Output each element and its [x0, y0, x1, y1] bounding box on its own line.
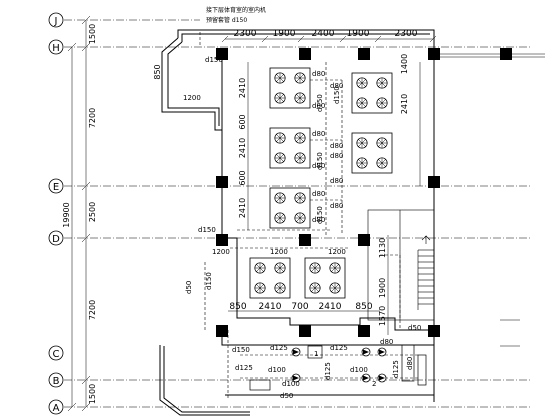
pipe-label: d50: [280, 392, 293, 400]
grid-lines: [64, 19, 530, 408]
dim-lower-850-left: 850: [229, 302, 246, 312]
pipe-label: d50: [185, 281, 193, 294]
dim-left-1500-top: 1500: [88, 24, 97, 44]
axis-label-b: B: [53, 376, 60, 387]
pipe-label: d125: [392, 360, 400, 378]
pipe-label: d80: [330, 177, 343, 185]
pipe-label: d150: [316, 94, 324, 112]
dim-small-1200-c: 1200: [328, 248, 346, 256]
right-stub-lines: [440, 53, 545, 347]
pipe-label: d150: [232, 346, 250, 354]
dim-vertical-2410-b: 2410: [238, 138, 247, 158]
left-dimension-chain: [67, 15, 91, 412]
dim-top-2300-right: 2300: [395, 29, 418, 39]
axis-label-a: A: [53, 403, 60, 414]
pipe-label: d80: [312, 130, 325, 138]
columns: [216, 48, 512, 337]
equipment-label-2: 2: [372, 380, 376, 388]
dim-vertical-600-a: 600: [238, 114, 247, 129]
pipe-label: d100: [282, 380, 300, 388]
pipe-label: d150: [205, 56, 223, 64]
dim-right-1130: 1130: [378, 238, 387, 258]
dim-top-1900-left: 1900: [273, 29, 296, 39]
dim-vertical-2410-d: 2410: [400, 94, 409, 114]
axis-bubbles: J H E D C B A: [48, 12, 64, 415]
dim-vertical-600-b: 600: [238, 170, 247, 185]
dim-left-2500: 2500: [88, 202, 97, 222]
dim-lower-700: 700: [291, 302, 308, 312]
dim-lower-2410-left: 2410: [259, 302, 282, 312]
axis-label-e: E: [53, 182, 59, 193]
axis-label-d: D: [52, 234, 60, 245]
axis-label-j: J: [54, 16, 58, 27]
dim-top-1900-right: 1900: [347, 29, 370, 39]
pipe-label: d80: [312, 190, 325, 198]
pipe-label: d80: [312, 216, 325, 224]
pipe-label: d150: [205, 272, 213, 290]
pipe-label: d150: [316, 152, 324, 170]
pipe-label: d80: [380, 338, 393, 346]
pipe-runs: [199, 29, 420, 400]
dim-vertical-1400: 1400: [400, 54, 409, 74]
pipe-label: d80: [312, 70, 325, 78]
pipe-size-labels: d150 d80 d80 d80 d150 d80 d80 d80 d80 d1…: [185, 56, 421, 400]
pipe-label: d125: [330, 344, 348, 352]
dim-top-2300-left: 2300: [234, 29, 257, 39]
dim-vertical-2410-c: 2410: [238, 198, 247, 218]
dim-small-850: 850: [153, 64, 162, 79]
pipe-label: d125: [235, 364, 253, 372]
dim-top-2400: 2400: [312, 29, 335, 39]
pipe-label: d150: [316, 206, 324, 224]
dim-right-1900: 1900: [378, 278, 387, 298]
note-indoor-unit: 接下层体育室的室内机: [206, 6, 266, 14]
axis-label-h: H: [52, 43, 60, 54]
dim-lower-2410-right: 2410: [319, 302, 342, 312]
dim-left-7200-bottom: 7200: [88, 300, 97, 320]
pipe-label: d150: [198, 226, 216, 234]
upper-vertical-dims: [247, 62, 421, 230]
pipe-label: d100: [268, 366, 286, 374]
dim-vertical-2410-a: 2410: [238, 78, 247, 98]
dim-left-1500-bottom: 1500: [88, 384, 97, 404]
dim-small-1200: 1200: [183, 94, 201, 102]
dim-overall-19900: 19900: [62, 202, 71, 227]
dim-left-7200-top: 7200: [88, 108, 97, 128]
pipe-label: d80: [312, 102, 325, 110]
pipe-label: d50: [408, 324, 421, 332]
pipe-label: d100: [350, 366, 368, 374]
equipment-label-1: 1: [314, 350, 318, 358]
pipe-label: d80: [330, 82, 343, 90]
pipe-label: d80: [330, 152, 343, 160]
pipe-label: d80: [330, 202, 343, 210]
axis-label-c: C: [53, 349, 60, 360]
pipe-label: d125: [270, 344, 288, 352]
dim-right-1570: 1570: [378, 306, 387, 326]
note-reserved-sleeve: 预留套管 d150: [206, 16, 247, 24]
dim-small-1200-b: 1200: [270, 248, 288, 256]
pipe-label: d80: [312, 162, 325, 170]
plant-equipment: [249, 344, 427, 391]
dim-small-1200-d: 1200: [212, 248, 230, 256]
dim-lower-850-right: 850: [355, 302, 372, 312]
pipe-label: d80: [330, 142, 343, 150]
stair: [367, 209, 435, 321]
pipe-label: d150: [333, 86, 341, 104]
pipe-label: d80: [406, 357, 414, 370]
top-dimension-chain: [221, 35, 437, 43]
pipe-label: d125: [324, 362, 332, 380]
